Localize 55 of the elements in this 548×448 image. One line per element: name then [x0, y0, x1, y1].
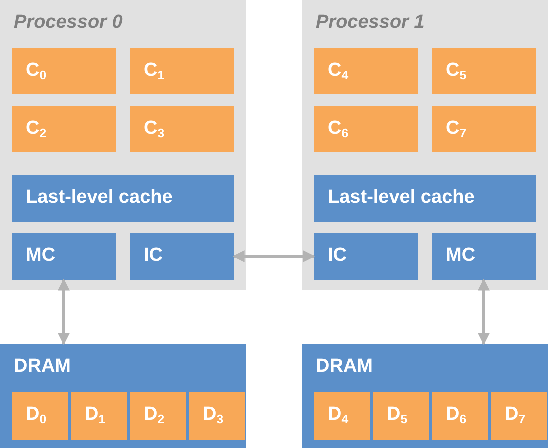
cache-box — [12, 175, 234, 222]
memory-bank-box — [373, 392, 429, 440]
box-label: C$_{6}$ — [328, 118, 349, 141]
box-label: Last-level cache — [26, 187, 173, 209]
core-box — [12, 48, 116, 94]
box-label: C$_{7}$ — [446, 118, 467, 141]
controller-box — [314, 233, 418, 280]
box-label: D$_{2}$ — [144, 404, 165, 427]
memory-bank-box — [130, 392, 186, 440]
core-box — [314, 48, 418, 94]
box-label: D$_{5}$ — [387, 404, 408, 427]
memory-bank-box — [71, 392, 127, 440]
memory-bank-box — [491, 392, 547, 440]
box-label: D$_{3}$ — [203, 404, 224, 427]
processor-panel — [302, 0, 548, 290]
memory-panel — [302, 344, 548, 448]
processor-panel — [0, 0, 246, 290]
controller-box — [432, 233, 536, 280]
box-label: D$_{1}$ — [85, 404, 106, 427]
core-box — [314, 106, 418, 152]
box-label: IC — [144, 245, 163, 267]
box-label: Last-level cache — [328, 187, 475, 209]
controller-box — [130, 233, 234, 280]
memory-bank-box — [189, 392, 245, 440]
box-label: MC — [446, 245, 476, 267]
core-box — [432, 106, 536, 152]
box-label: D$_{0}$ — [26, 404, 47, 427]
memory-bank-box — [432, 392, 488, 440]
double-arrow — [58, 278, 70, 346]
core-box — [130, 48, 234, 94]
panel-title: Processor 0 — [14, 12, 123, 34]
cache-box — [314, 175, 536, 222]
box-label: C$_{1}$ — [144, 60, 165, 83]
box-label: D$_{6}$ — [446, 404, 467, 427]
double-arrow — [232, 250, 316, 262]
panel-title: Processor 1 — [316, 12, 425, 34]
box-label: D$_{4}$ — [328, 404, 349, 427]
box-label: C$_{3}$ — [144, 118, 165, 141]
box-label: MC — [26, 245, 56, 267]
box-label: IC — [328, 245, 347, 267]
box-label: C$_{2}$ — [26, 118, 47, 141]
box-label: C$_{4}$ — [328, 60, 349, 83]
box-label: C$_{5}$ — [446, 60, 467, 83]
core-box — [12, 106, 116, 152]
controller-box — [12, 233, 116, 280]
memory-bank-box — [12, 392, 68, 440]
box-label: D$_{7}$ — [505, 404, 526, 427]
panel-title: DRAM — [14, 356, 71, 378]
memory-bank-box — [314, 392, 370, 440]
core-box — [130, 106, 234, 152]
core-box — [432, 48, 536, 94]
double-arrow — [478, 278, 490, 346]
memory-panel — [0, 344, 246, 448]
panel-title: DRAM — [316, 356, 373, 378]
box-label: C$_{0}$ — [26, 60, 47, 83]
